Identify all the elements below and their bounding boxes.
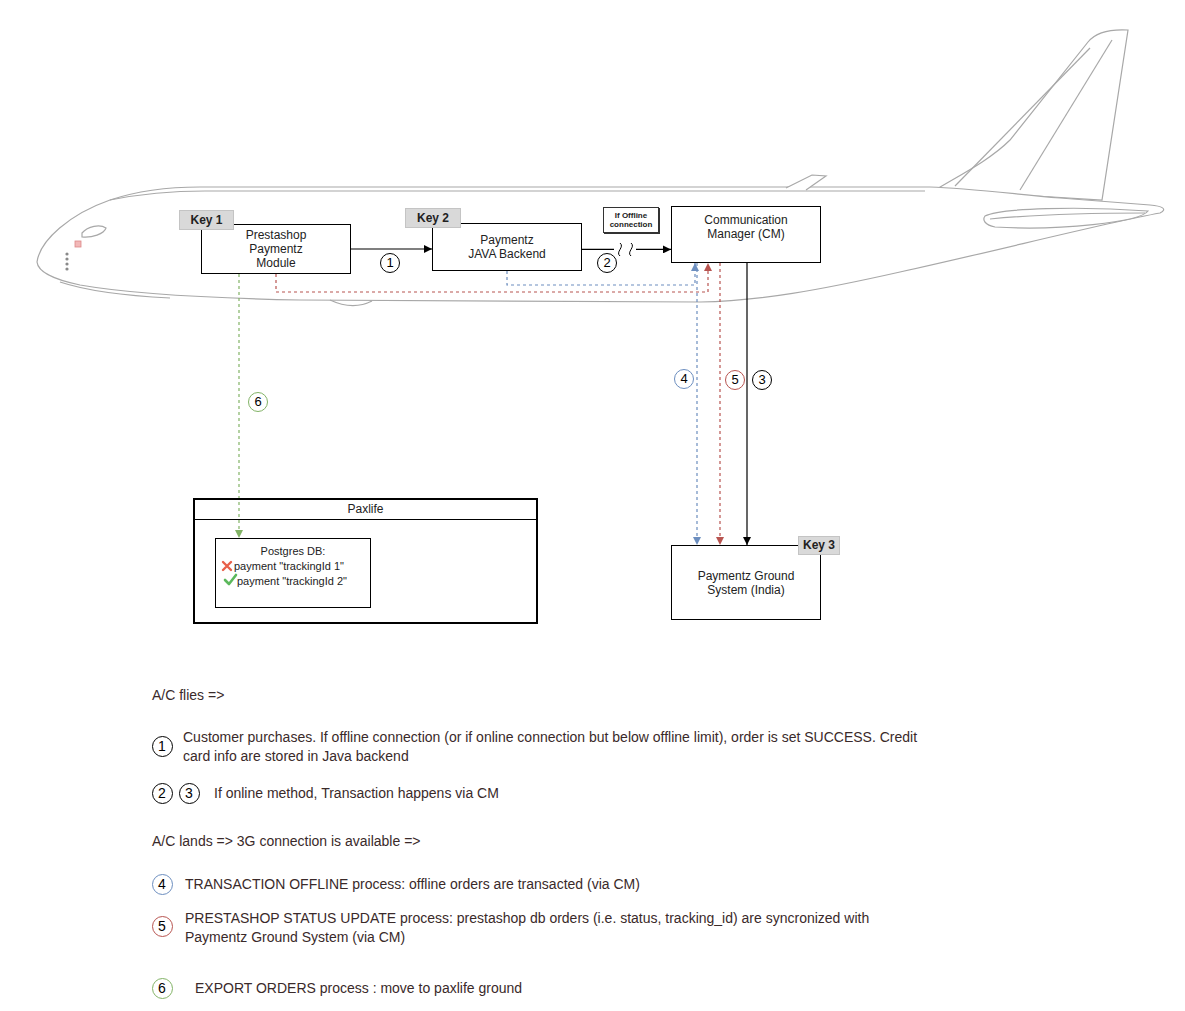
box-label: Prestashop Paymentz Module (236, 228, 316, 270)
note-text: TRANSACTION OFFLINE process: offline ord… (185, 875, 945, 894)
nose-line (60, 282, 170, 298)
box-content: Prestashop Paymentz Module (236, 228, 316, 270)
callout-number: 4 (674, 369, 694, 389)
antenna (786, 175, 826, 190)
module-box: Key 1Prestashop Paymentz Module (201, 224, 351, 274)
tail-fin-line (955, 48, 1090, 186)
connector (746, 263, 747, 545)
box-body: Communication Manager (CM) (672, 207, 820, 262)
tail-fin (935, 30, 1128, 200)
box-body: Paymentz JAVA Backend (433, 224, 581, 270)
box-body: Postgres DB:payment "trackingId 1"paymen… (216, 539, 370, 607)
box-label: Paymentz Ground System (India) (696, 569, 796, 597)
key-tab: Key 1 (179, 210, 234, 230)
key-tab: Key 3 (798, 536, 840, 555)
note-text: If online method, Transaction happens vi… (214, 784, 814, 803)
connector (719, 263, 720, 545)
check-icon (225, 575, 236, 584)
callout-number: 4 (152, 874, 173, 895)
nose-dots (65, 252, 68, 270)
paxlife-box: PaxlifePostgres DB:payment "trackingId 1… (193, 498, 538, 624)
db-title: Postgres DB: (218, 544, 368, 559)
box-body: Prestashop Paymentz Module (202, 225, 350, 273)
box-body: If Offline connection (604, 208, 658, 232)
fuselage (37, 187, 1164, 302)
connector (696, 263, 697, 545)
box-content: Communication Manager (CM) (691, 213, 801, 241)
note-text: A/C flies => (152, 686, 552, 705)
dot (65, 267, 68, 270)
connector (351, 248, 432, 249)
note-text: EXPORT ORDERS process : move to paxlife … (195, 979, 795, 998)
callout-number: 1 (380, 253, 400, 273)
manager-box: Communication Manager (CM) (671, 206, 821, 263)
tail-fin-line (1020, 40, 1112, 190)
stabilizer-line (990, 213, 1145, 219)
callout-number: 3 (179, 783, 200, 804)
dot (65, 262, 68, 265)
box-content: Paymentz JAVA Backend (467, 233, 547, 261)
callout-number: 3 (752, 370, 772, 390)
box-content: Paymentz Ground System (India) (696, 569, 796, 597)
cockpit-window (82, 226, 106, 237)
box-content: If Offline connection (606, 211, 656, 229)
dot (65, 257, 68, 260)
callout-number: 6 (152, 978, 173, 999)
break-mark (619, 243, 622, 256)
nose-light (75, 241, 81, 247)
fuselage-line (110, 191, 925, 200)
box-content: Postgres DB:payment "trackingId 1"paymen… (218, 544, 368, 589)
break-mark (630, 243, 633, 256)
callout-number: 6 (248, 392, 268, 412)
database-box: Postgres DB:payment "trackingId 1"paymen… (215, 538, 371, 608)
box-label: If Offline connection (606, 211, 656, 229)
box-label: Communication Manager (CM) (691, 213, 801, 241)
backend-box: Key 2Paymentz JAVA Backend (432, 223, 582, 271)
wing-root (330, 300, 372, 305)
note-text: Customer purchases. If offline connectio… (183, 728, 923, 766)
db-record: payment "trackingId 2" (218, 574, 368, 589)
callout-number: 5 (152, 916, 173, 937)
note-text: PRESTASHOP STATUS UPDATE process: presta… (185, 909, 875, 947)
cross-icon (223, 562, 231, 570)
note-box: If Offline connection (603, 207, 659, 233)
key-tab: Key 2 (405, 208, 461, 228)
stabilizer (984, 208, 1148, 228)
callout-number: 2 (152, 783, 173, 804)
note-text: A/C lands => 3G connection is available … (152, 832, 752, 851)
group-header: Paxlife (195, 500, 536, 520)
db-record: payment "trackingId 1" (218, 559, 368, 574)
callout-number: 2 (597, 253, 617, 273)
box-body: Paymentz Ground System (India) (672, 546, 820, 619)
callout-number: 5 (725, 370, 745, 390)
callout-number: 1 (152, 736, 173, 757)
ground-system-box: Key 3Paymentz Ground System (India) (671, 545, 821, 620)
dot (65, 252, 68, 255)
line-gap (614, 242, 636, 256)
box-label: Paymentz JAVA Backend (467, 233, 547, 261)
